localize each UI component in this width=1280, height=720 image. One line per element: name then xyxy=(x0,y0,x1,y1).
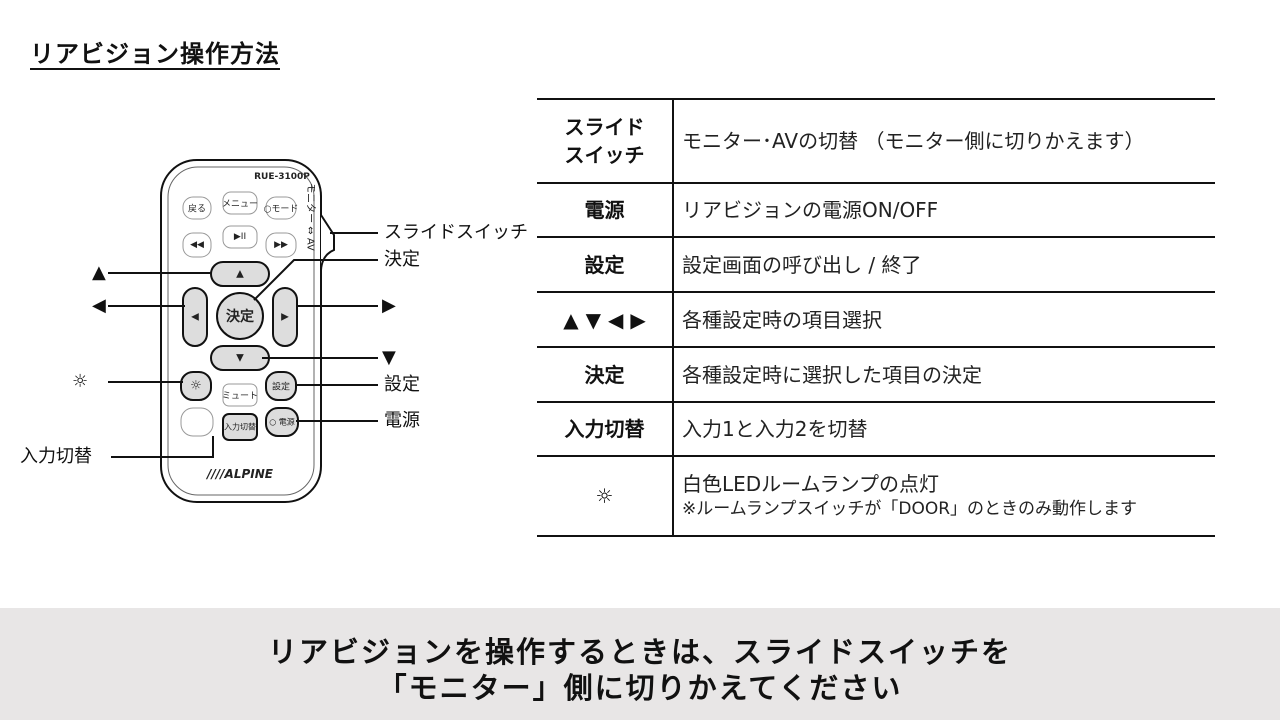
play-pause-button xyxy=(222,225,258,249)
row-key: 電源 xyxy=(537,183,674,237)
banner-line2: 「モニター」側に切りかえてください xyxy=(377,671,903,705)
row-key: スライド スイッチ xyxy=(537,99,674,183)
left-arrow-icon[interactable]: ◀ xyxy=(191,311,199,323)
brand-logo: ////ALPINE xyxy=(207,467,273,481)
mute-button xyxy=(222,383,258,407)
fast-forward-label: ▶▶ xyxy=(274,240,288,250)
row-key-line1: スライド xyxy=(564,115,645,139)
remote-diagram: RUE-3100P モニター ⇔ AV 戻る メニュー ○モード ◀◀ ▶II … xyxy=(0,140,540,520)
function-table: スライド スイッチ モニター･AVの切替 （モニター側に切りかえます） 電源 リ… xyxy=(537,98,1215,537)
menu-button xyxy=(222,191,258,215)
callout-settings: 設定 xyxy=(384,374,420,395)
back-button xyxy=(182,196,212,220)
model-label: RUE-3100P xyxy=(254,172,310,182)
row-desc: リアビジョンの電源ON/OFF xyxy=(682,198,939,222)
row-desc: 各種設定時の項目選択 xyxy=(682,307,882,332)
row-desc: モニター･AVの切替 （モニター側に切りかえます） xyxy=(682,129,1145,153)
back-label: 戻る xyxy=(187,204,207,215)
row-key: 決定 xyxy=(537,347,674,402)
input-switch-label[interactable]: 入力切替 xyxy=(224,422,256,432)
row-key: ▲ ▼ ◀ ▶ xyxy=(537,292,674,347)
callout-up: ▲ xyxy=(92,262,106,283)
row-desc-note: ※ルームランプスイッチが「DOOR」のときのみ動作します xyxy=(682,499,1138,519)
callout-power: 電源 xyxy=(384,410,420,431)
instruction-banner: リアビジョンを操作するときは、スライドスイッチを 「モニター」側に切りかえてくだ… xyxy=(0,608,1280,720)
row-key: 入力切替 xyxy=(537,402,674,456)
table-row: スライド スイッチ モニター･AVの切替 （モニター側に切りかえます） xyxy=(537,99,1215,183)
callout-enter: 決定 xyxy=(384,249,420,270)
callout-left: ◀ xyxy=(92,295,106,316)
callout-right: ▶ xyxy=(382,295,396,316)
callout-slide-switch: スライドスイッチ xyxy=(384,222,528,243)
table-row: ▲ ▼ ◀ ▶ 各種設定時の項目選択 xyxy=(537,292,1215,347)
row-desc: 入力1と入力2を切替 xyxy=(682,417,868,441)
rewind-button xyxy=(182,232,212,258)
right-button xyxy=(272,287,298,347)
mode-label: ○モード xyxy=(263,204,299,215)
up-arrow-icon[interactable]: ▲ xyxy=(236,268,244,280)
remote-control-illustration xyxy=(108,159,378,503)
slide-switch xyxy=(320,214,335,271)
callout-down: ▼ xyxy=(382,347,396,368)
down-arrow-icon[interactable]: ▼ xyxy=(236,352,244,364)
page-title: リアビジョン操作方法 xyxy=(30,40,280,68)
row-desc: 白色LEDルームランプの点灯 ※ルームランプスイッチが「DOOR」のときのみ動作… xyxy=(673,456,1215,536)
row-key: 設定 xyxy=(537,237,674,292)
row-desc: 各種設定時に選択した項目の決定 xyxy=(682,362,982,387)
mode-button xyxy=(265,196,297,220)
row-desc-main: 白色LEDルームランプの点灯 xyxy=(682,472,939,496)
table-row: 電源 リアビジョンの電源ON/OFF xyxy=(537,183,1215,237)
settings-label[interactable]: 設定 xyxy=(271,382,291,393)
enter-button xyxy=(216,292,264,340)
enter-label[interactable]: 決定 xyxy=(226,309,254,325)
row-desc: 設定画面の呼び出し / 終了 xyxy=(682,252,922,277)
table-row: ☼ 白色LEDルームランプの点灯 ※ルームランプスイッチが「DOOR」のときのみ… xyxy=(537,456,1215,536)
row-key-line2: スイッチ xyxy=(564,143,645,167)
rewind-label: ◀◀ xyxy=(190,240,204,250)
power-label[interactable]: ○ 電源 xyxy=(269,417,295,427)
callout-lamp: ☼ xyxy=(72,371,89,392)
right-arrow-icon[interactable]: ▶ xyxy=(281,311,289,323)
callout-input: 入力切替 xyxy=(20,446,92,467)
table-row: 入力切替 入力1と入力2を切替 xyxy=(537,402,1215,456)
lamp-icon[interactable]: ☼ xyxy=(190,378,202,394)
blank-button xyxy=(180,407,214,437)
lamp-icon: ☼ xyxy=(537,456,674,536)
lamp-button xyxy=(180,371,212,401)
play-pause-label: ▶II xyxy=(233,232,247,242)
table-row: 決定 各種設定時に選択した項目の決定 xyxy=(537,347,1215,402)
left-button xyxy=(182,287,208,347)
switch-position-label: モニター ⇔ AV xyxy=(304,183,316,251)
menu-label: メニュー xyxy=(221,199,259,210)
table-row: 設定 設定画面の呼び出し / 終了 xyxy=(537,237,1215,292)
input-switch-button xyxy=(222,413,258,441)
banner-line1: リアビジョンを操作するときは、スライドスイッチを xyxy=(267,635,1012,669)
fast-forward-button xyxy=(265,232,297,258)
mute-label: ミュート xyxy=(221,391,259,402)
